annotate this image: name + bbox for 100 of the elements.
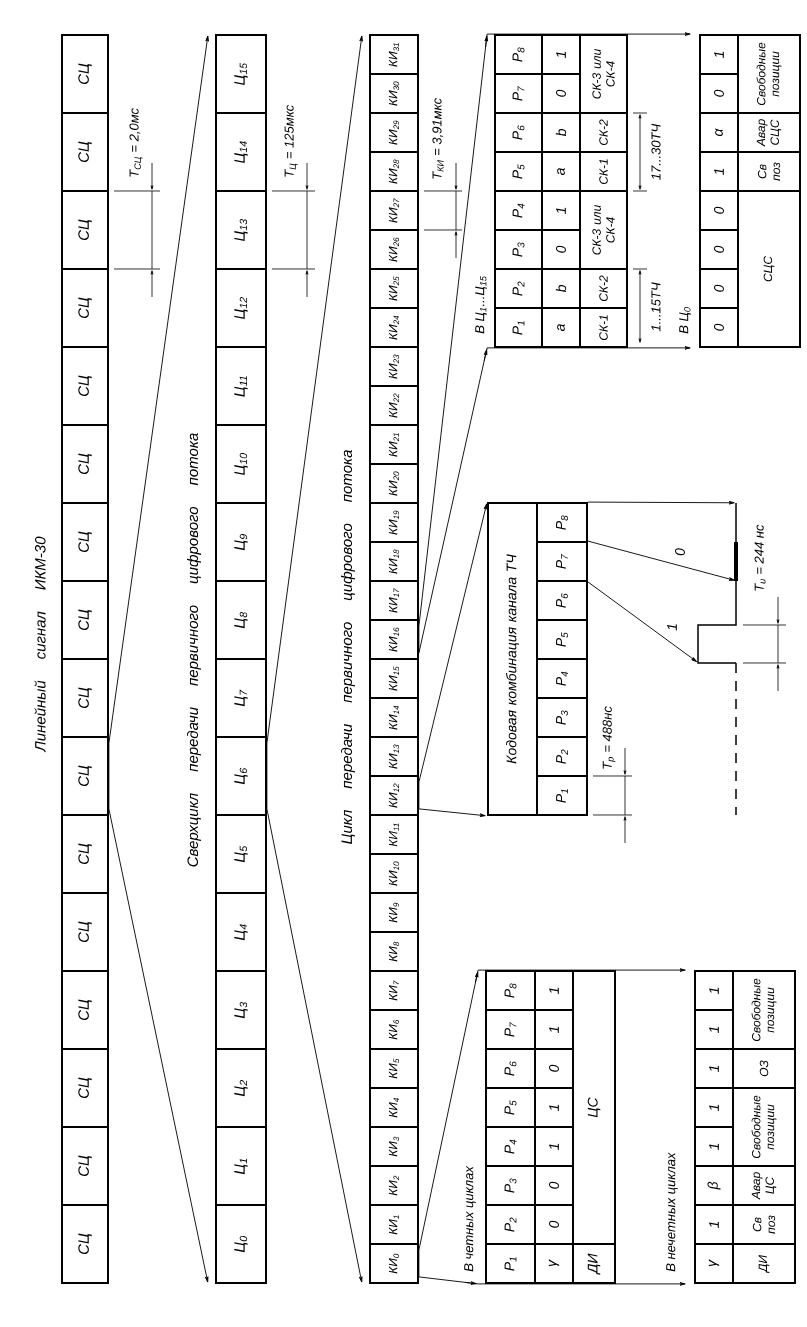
table-cell: Свободные позиции <box>737 34 801 114</box>
table-cell: СЦ <box>61 346 109 426</box>
table-cell: 0 <box>541 73 581 114</box>
table-cell: СК-3 или СК-4 <box>579 34 628 114</box>
table-cell: Ц$_{15}$ <box>215 34 267 114</box>
expansion-arrow <box>418 971 479 1285</box>
table-cell: КИ$_{27}$ <box>369 190 419 231</box>
table-cell: 0 <box>699 190 739 231</box>
dimension-label: T$_{р}$ = 488нс <box>602 706 616 769</box>
expansion-arrow <box>108 35 209 1283</box>
table-cell: 1 <box>694 1048 734 1089</box>
table-cell: 1 <box>699 151 739 192</box>
table-cell: Р$_{8}$ <box>485 970 536 1011</box>
table-cell: КИ$_{22}$ <box>369 385 419 426</box>
table-cell: γ <box>534 1243 574 1284</box>
table-cell: Р$_{7}$ <box>494 73 543 114</box>
table-cell: Р$_{4}$ <box>485 1126 536 1167</box>
table-cell: 1 <box>694 1009 734 1050</box>
table-cell: Р$_{6}$ <box>485 1048 536 1089</box>
table-cell: Св поз <box>732 1204 796 1245</box>
table-cell: 0 <box>534 1165 574 1206</box>
dimension-label: T$_{и}$ = 244 нс <box>754 524 766 591</box>
table-cell: КИ$_{26}$ <box>369 229 419 270</box>
table-cell: Р$_{7}$ <box>536 541 588 582</box>
expansion-arrow <box>418 503 488 817</box>
table-cell: Ц$_{13}$ <box>215 190 267 270</box>
table-cell: b <box>541 268 581 309</box>
table-cell: СЦ <box>61 736 109 816</box>
table-cell: КИ$_{25}$ <box>369 268 419 309</box>
table-cell: ОЗ <box>732 1048 796 1089</box>
table-cell: Св поз <box>737 151 801 192</box>
table-cell: КИ$_{14}$ <box>369 697 419 738</box>
table-cell: СЦС <box>737 190 801 348</box>
table-cell: Р$_{4}$ <box>494 190 543 231</box>
table-cell: СЦ <box>61 814 109 894</box>
table-cell: a <box>541 307 581 348</box>
table-cell: Р$_{2}$ <box>494 268 543 309</box>
table-cell: КИ$_{1}$ <box>369 1204 419 1245</box>
table-cell: СК-1 <box>579 151 628 192</box>
table-cell: КИ$_{0}$ <box>369 1243 419 1284</box>
table-cell: СК-1 <box>579 307 628 348</box>
table-cell: КИ$_{17}$ <box>369 580 419 621</box>
arrow <box>587 581 698 663</box>
table-cell: Р$_{8}$ <box>536 502 588 543</box>
table-cell: Р$_{5}$ <box>485 1087 536 1128</box>
table-cell: 0 <box>534 1204 574 1245</box>
table-cell: КИ$_{12}$ <box>369 775 419 816</box>
table-cell: Ц$_{12}$ <box>215 268 267 348</box>
table-cell: СЦ <box>61 112 109 192</box>
table-cell: Р$_{4}$ <box>536 658 588 699</box>
table-cell: 1 <box>534 1009 574 1050</box>
table-cell: КИ$_{4}$ <box>369 1087 419 1128</box>
table-cell: СЦ <box>61 190 109 270</box>
table-cell: КИ$_{8}$ <box>369 931 419 972</box>
table-cell: СК-2 <box>579 268 628 309</box>
table-cell: КИ$_{19}$ <box>369 502 419 543</box>
table-cell: СЦ <box>61 424 109 504</box>
dimension-label: T$_{КИ}$ = 3,91мкс <box>432 98 444 179</box>
table-cell: СЦ <box>61 268 109 348</box>
row-title: Линейный сигнал ИКМ-30 <box>34 536 46 753</box>
table-cell: СЦ <box>61 970 109 1050</box>
table-cell: Р$_{5}$ <box>494 151 543 192</box>
table-cell: КИ$_{13}$ <box>369 736 419 777</box>
table-cell: ЦС <box>572 970 616 1245</box>
table-heading: В четных циклах <box>464 1165 476 1272</box>
arrow <box>587 501 735 505</box>
table-cell: СК-2 <box>579 112 628 153</box>
table-cell: Авар СЦС <box>737 112 801 153</box>
table-cell: 0 <box>534 1048 574 1089</box>
table-cell: КИ$_{18}$ <box>369 541 419 582</box>
table-cell: Р$_{1}$ <box>485 1243 536 1284</box>
table-cell: b <box>541 112 581 153</box>
table-cell: Р$_{6}$ <box>494 112 543 153</box>
table-cell: Р$_{2}$ <box>536 736 588 777</box>
dimension-label: T$_{Ц}$ = 125мкс <box>284 104 298 177</box>
table-cell: Р$_{3}$ <box>494 229 543 270</box>
table-cell: Ц$_{1}$ <box>215 1126 267 1206</box>
table-cell: СЦ <box>61 1126 109 1206</box>
table-cell: СЦ <box>61 1048 109 1128</box>
row-title: Цикл передачи первичного цифрового потока <box>341 450 355 844</box>
table-cell: Ц$_{14}$ <box>215 112 267 192</box>
table-cell: КИ$_{10}$ <box>369 853 419 894</box>
table-cell: Ц$_{2}$ <box>215 1048 267 1128</box>
table-cell: Ц$_{5}$ <box>215 814 267 894</box>
table-cell: Р$_{6}$ <box>536 580 588 621</box>
table-cell: КИ$_{2}$ <box>369 1165 419 1206</box>
table-cell: СЦ <box>61 580 109 660</box>
edge-label: 0 <box>674 547 686 557</box>
table-cell: КИ$_{7}$ <box>369 970 419 1011</box>
table-cell: КИ$_{31}$ <box>369 34 419 75</box>
table-cell: β <box>694 1165 734 1206</box>
table-cell: Ц$_{11}$ <box>215 346 267 426</box>
table-cell: 0 <box>541 229 581 270</box>
table-cell: КИ$_{6}$ <box>369 1009 419 1050</box>
table-cell: 0 <box>699 229 739 270</box>
table-cell: КИ$_{11}$ <box>369 814 419 855</box>
table-cell: Ц$_{8}$ <box>215 580 267 660</box>
table-cell: ДИ <box>732 1243 796 1284</box>
table-cell: КИ$_{29}$ <box>369 112 419 153</box>
edge-label: 1 <box>666 622 678 632</box>
